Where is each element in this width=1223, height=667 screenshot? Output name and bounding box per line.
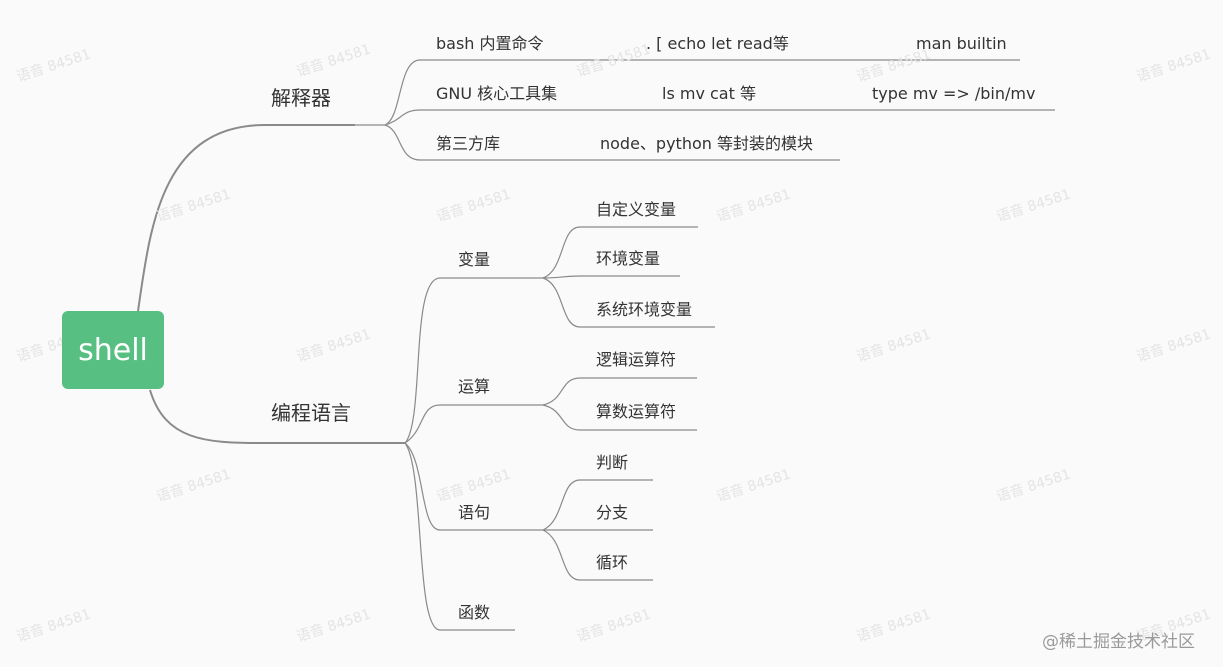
connector-interpreter-gnu — [384, 109, 1055, 126]
connector-language-statements — [404, 442, 543, 531]
node-gnu-coreutils: GNU 核心工具集 — [436, 84, 558, 103]
node-gnu-examples: ls mv cat 等 — [662, 84, 756, 103]
connector-op-logic — [542, 377, 697, 406]
leaf-logical-operators: 逻辑运算符 — [596, 350, 677, 369]
connector-language-operations — [404, 404, 543, 444]
leaf-branch: 分支 — [596, 503, 629, 522]
leaf-custom-variables: 自定义变量 — [596, 200, 677, 219]
connector-root-language — [149, 389, 405, 444]
connector-interpreter-thirdparty — [384, 124, 840, 161]
node-bash-examples: . [ echo let read等 — [646, 34, 789, 53]
root-label: shell — [78, 332, 148, 368]
connector-language-functions — [404, 442, 515, 631]
connector-stmt-loop — [542, 529, 653, 581]
leaf-conditional: 判断 — [596, 453, 629, 472]
node-functions: 函数 — [458, 603, 491, 622]
leaf-loop: 循环 — [596, 553, 629, 572]
connector-var-sysenv — [542, 277, 715, 328]
node-bash-note: man builtin — [916, 34, 1007, 53]
node-statements: 语句 — [458, 503, 491, 522]
node-gnu-note: type mv => /bin/mv — [872, 84, 1036, 103]
node-bash-builtin: bash 内置命令 — [436, 34, 544, 53]
connector-stmt-if — [542, 479, 653, 531]
connector-op-arith — [542, 404, 697, 431]
branch-programming-language: 编程语言 — [271, 401, 351, 425]
node-third-party-examples: node、python 等封装的模块 — [600, 134, 813, 153]
connector-var-custom — [542, 226, 698, 279]
connector-root-interpreter — [137, 124, 355, 312]
node-third-party: 第三方库 — [436, 134, 501, 153]
leaf-arithmetic-operators: 算数运算符 — [596, 402, 677, 421]
leaf-environment-variables: 环境变量 — [596, 249, 661, 268]
root-node: shell — [62, 311, 164, 389]
node-operations: 运算 — [458, 377, 491, 396]
connector-var-env — [542, 275, 680, 279]
node-variables: 变量 — [458, 250, 491, 269]
branch-interpreter: 解释器 — [271, 86, 331, 110]
site-credit: @稀土掘金技术社区 — [1042, 632, 1195, 652]
leaf-system-env-variables: 系统环境变量 — [596, 300, 693, 319]
connector-interpreter-bash — [355, 59, 1020, 126]
connector-language-variables — [404, 277, 543, 444]
